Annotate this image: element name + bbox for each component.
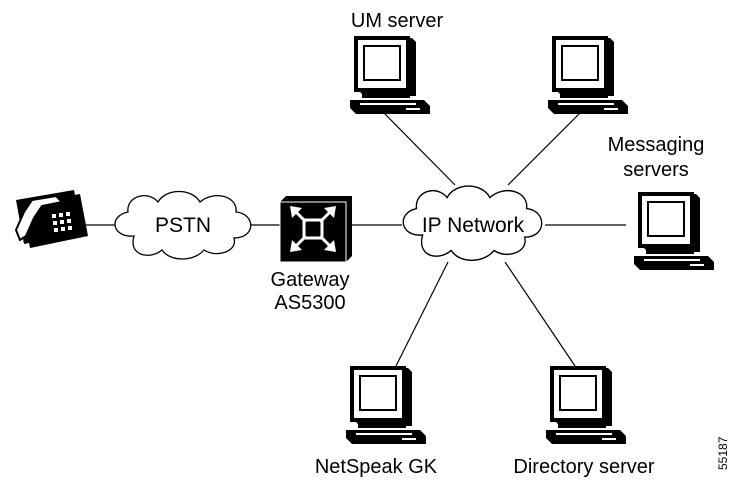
link-ip-um-server (383, 112, 456, 186)
pstn-label: PSTN (155, 214, 211, 237)
ip-network-label: IP Network (422, 214, 525, 237)
directory-server-workstation (546, 366, 626, 444)
messaging-server-workstation-right (634, 192, 714, 270)
messaging-servers-label-line2: servers (623, 159, 689, 181)
netspeak-gk-label: NetSpeak GK (315, 456, 438, 478)
link-ip-directory (504, 261, 576, 367)
figure-number: 55187 (716, 436, 730, 470)
gateway-router (279, 196, 352, 263)
netspeak-gk-workstation (346, 366, 426, 444)
connection-lines (86, 112, 626, 367)
gateway-label-line1: Gateway (271, 269, 350, 291)
workstation-icon (548, 36, 628, 114)
pstn-cloud: PSTN (114, 190, 252, 260)
link-ip-netspeak (395, 261, 449, 367)
gateway-label-line2: AS5300 (274, 292, 345, 314)
messaging-servers-label-line1: Messaging (608, 134, 705, 156)
router-icon (279, 196, 352, 263)
workstation-icon (346, 366, 426, 444)
directory-server-label: Directory server (513, 456, 654, 478)
workstation-icon (546, 366, 626, 444)
um-server-workstation (350, 36, 430, 114)
telephone-icon (14, 190, 88, 248)
messaging-server-workstation-top (548, 36, 628, 114)
workstation-icon (350, 36, 430, 114)
um-server-label: UM server (351, 10, 444, 32)
link-ip-messaging (507, 112, 581, 186)
workstation-icon (634, 192, 714, 270)
